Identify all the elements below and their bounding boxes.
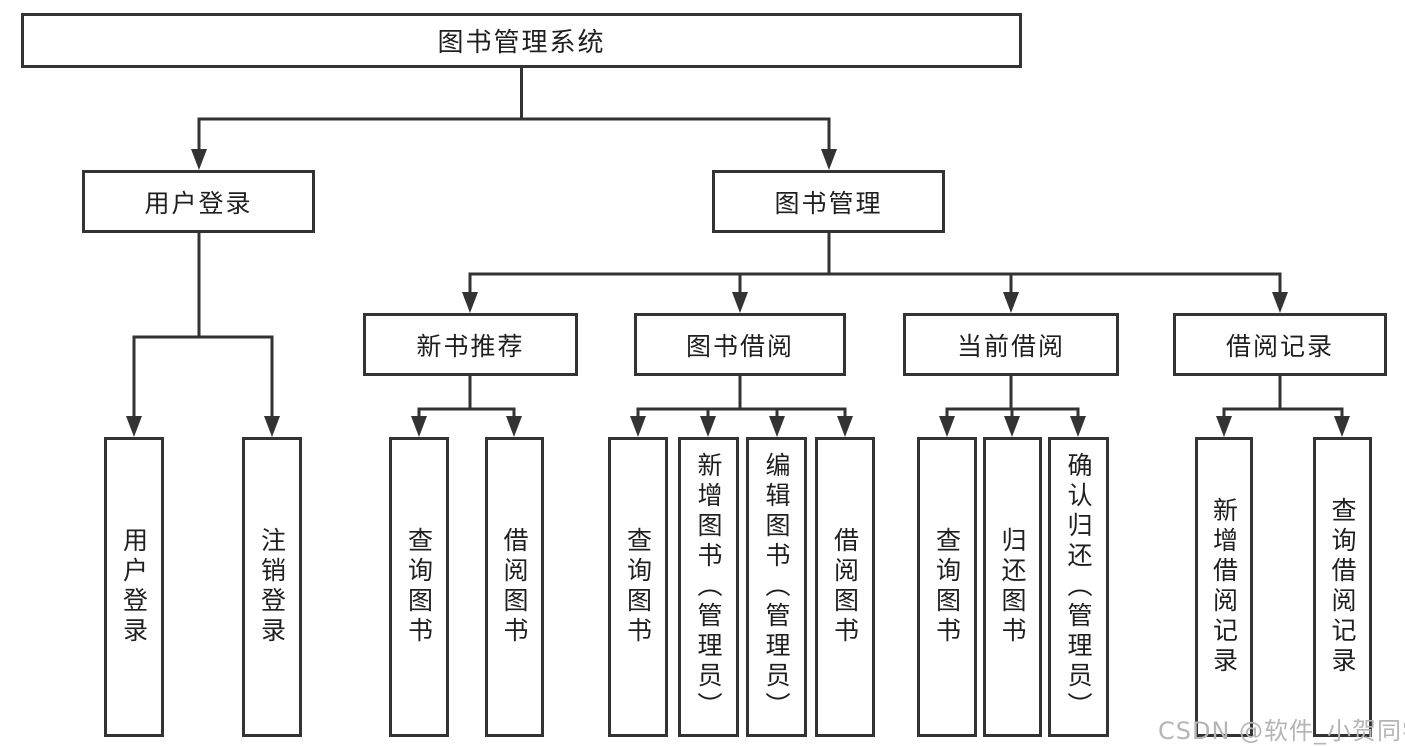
node-new-book-recommendation: 新书推荐 <box>363 313 578 376</box>
leaf-label: 借阅图书 <box>830 527 860 647</box>
node-label: 图书管理系统 <box>437 28 606 58</box>
leaf-edit-book-admin: 编辑图书（管理员） <box>746 437 807 737</box>
node-label: 图书管理 <box>774 188 883 218</box>
leaf-label: 新增借阅记录 <box>1209 497 1239 677</box>
leaf-label: 确认归还（管理员） <box>1064 452 1093 722</box>
node-label: 当前借阅 <box>956 331 1065 361</box>
leaf-query-books-borrowing: 查询图书 <box>608 437 668 737</box>
node-borrowing-records: 借阅记录 <box>1173 313 1387 376</box>
leaf-label: 查询图书 <box>404 527 434 647</box>
node-user-login: 用户登录 <box>82 170 315 233</box>
node-label: 用户登录 <box>144 188 253 218</box>
leaf-confirm-return-admin: 确认归还（管理员） <box>1048 437 1109 737</box>
connector-lines <box>132 68 1344 419</box>
leaf-add-borrow-record: 新增借阅记录 <box>1195 437 1253 737</box>
leaf-label: 查询借阅记录 <box>1328 497 1357 677</box>
leaf-logout: 注销登录 <box>242 437 302 737</box>
leaf-label: 编辑图书（管理员） <box>762 452 791 722</box>
leaf-borrow-books-borrowing: 借阅图书 <box>815 437 875 737</box>
leaf-label: 新增图书（管理员） <box>694 452 723 722</box>
leaf-label: 用户登录 <box>119 527 149 647</box>
arrow-heads <box>126 149 1350 437</box>
leaf-query-books-recommend: 查询图书 <box>389 437 449 737</box>
node-book-borrowing: 图书借阅 <box>634 313 846 376</box>
node-book-management: 图书管理 <box>712 170 945 233</box>
leaf-return-book: 归还图书 <box>983 437 1042 737</box>
node-label: 借阅记录 <box>1225 331 1334 361</box>
csdn-watermark: CSDN @软件_小贺同学 <box>1158 717 1405 745</box>
node-current-borrowing: 当前借阅 <box>903 313 1119 376</box>
node-library-management-system: 图书管理系统 <box>21 13 1022 68</box>
node-label: 新书推荐 <box>416 331 525 361</box>
leaf-label: 查询图书 <box>932 527 962 647</box>
leaf-label: 归还图书 <box>998 527 1027 647</box>
leaf-query-borrow-record: 查询借阅记录 <box>1313 437 1372 737</box>
leaf-label: 查询图书 <box>623 527 653 647</box>
node-label: 图书借阅 <box>685 331 794 361</box>
leaf-borrow-books-recommend: 借阅图书 <box>485 437 544 737</box>
leaf-add-book-admin: 新增图书（管理员） <box>678 437 739 737</box>
leaf-label: 借阅图书 <box>500 527 529 647</box>
leaf-label: 注销登录 <box>257 527 287 647</box>
leaf-user-login: 用户登录 <box>104 437 164 737</box>
leaf-query-books-current: 查询图书 <box>917 437 977 737</box>
